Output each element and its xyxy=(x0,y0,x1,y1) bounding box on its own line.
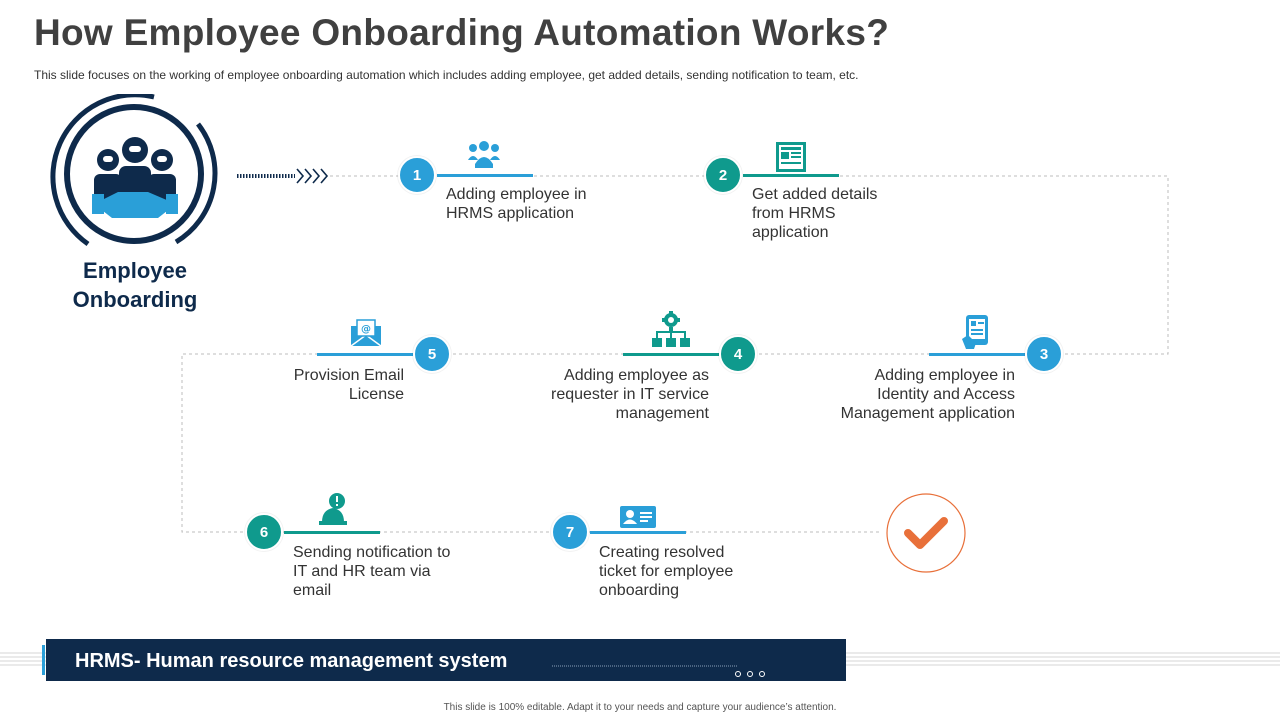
step-6-text: Sending notification to IT and HR team v… xyxy=(293,543,450,600)
checkmark-icon xyxy=(886,493,966,573)
banner-decoration xyxy=(552,665,765,677)
step-7-underline xyxy=(590,531,686,534)
step-1-number: 1 xyxy=(398,156,436,194)
start-label-line2: Onboarding xyxy=(72,287,198,312)
step-1-text-line: Adding employee in xyxy=(446,186,587,203)
step-7-number: 7 xyxy=(551,513,589,551)
step-2-text: Get added details from HRMS application xyxy=(752,185,877,242)
email-icon: @ xyxy=(350,319,382,347)
employee-group-icon xyxy=(50,94,218,247)
step-5-text-line: License xyxy=(348,386,404,403)
banner-stripes xyxy=(0,652,1280,666)
id-scan-icon xyxy=(962,315,988,349)
alert-bell-icon xyxy=(319,493,347,525)
step-5-text-line: Provision Email xyxy=(293,367,404,384)
step-3-text: Adding employee in Identity and Access M… xyxy=(815,366,1015,423)
step-2-text-line: application xyxy=(752,224,829,241)
step-4-text-line: Adding employee as xyxy=(564,367,709,384)
footer-note: This slide is 100% editable. Adapt it to… xyxy=(443,702,837,713)
step-4-number: 4 xyxy=(719,335,757,373)
page-subtitle: This slide focuses on the working of emp… xyxy=(34,68,859,82)
step-4-text: Adding employee as requester in IT servi… xyxy=(509,366,709,423)
step-1-text: Adding employee in HRMS application xyxy=(446,185,587,223)
step-5-underline xyxy=(317,353,413,356)
step-5-number: 5 xyxy=(413,335,451,373)
step-4-underline xyxy=(623,353,719,356)
step-2-text-line: from HRMS xyxy=(752,205,836,222)
start-label: Employee Onboarding xyxy=(40,256,230,314)
step-5-text: Provision Email License xyxy=(204,366,404,404)
org-gear-icon xyxy=(652,311,690,347)
page-title: How Employee Onboarding Automation Works… xyxy=(34,12,890,53)
step-6-underline xyxy=(284,531,380,534)
hrms-banner xyxy=(46,639,846,681)
step-1-underline xyxy=(437,174,533,177)
svg-text:@: @ xyxy=(361,324,371,335)
step-4-text-line: management xyxy=(615,405,709,422)
step-2-text-line: Get added details xyxy=(752,186,878,203)
step-7-text: Creating resolved ticket for employee on… xyxy=(599,543,733,600)
step-6-text-line: email xyxy=(293,582,332,599)
start-label-line1: Employee xyxy=(83,258,187,283)
step-3-text-line: Management application xyxy=(840,405,1015,422)
step-7-text-line: onboarding xyxy=(599,582,680,599)
step-3-underline xyxy=(929,353,1025,356)
document-icon xyxy=(776,142,806,172)
id-card-icon xyxy=(620,506,656,528)
step-6-text-line: IT and HR team via xyxy=(293,563,431,580)
step-4-text-line: requester in IT service xyxy=(551,386,709,403)
team-icon xyxy=(468,141,500,168)
step-6-number: 6 xyxy=(245,513,283,551)
step-7-text-line: Creating resolved xyxy=(599,544,725,561)
step-3-number: 3 xyxy=(1025,335,1063,373)
step-7-text-line: ticket for employee xyxy=(599,563,734,580)
step-6-text-line: Sending notification to xyxy=(293,544,451,561)
step-2-underline xyxy=(743,174,839,177)
step-3-text-line: Adding employee in xyxy=(874,367,1015,384)
banner-accent xyxy=(42,645,45,675)
hrms-banner-text: HRMS- Human resource management system xyxy=(75,650,508,672)
step-2-number: 2 xyxy=(704,156,742,194)
step-1-text-line: HRMS application xyxy=(446,205,575,222)
step-3-text-line: Identity and Access xyxy=(877,386,1015,403)
